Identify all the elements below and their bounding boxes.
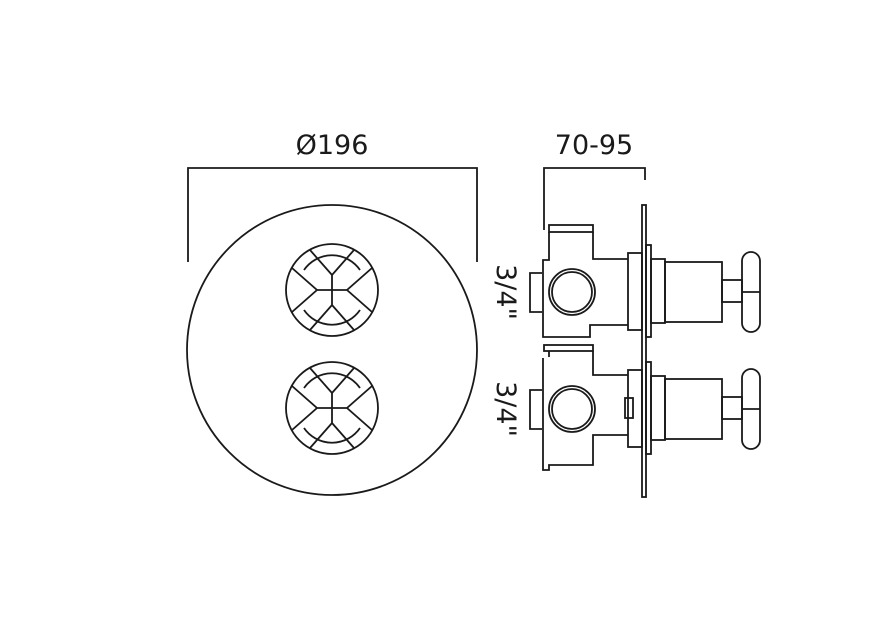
depth-dimension-line bbox=[543, 167, 646, 230]
cover-plate bbox=[186, 204, 478, 496]
handle-stem bbox=[721, 396, 743, 420]
lower-cross-handle bbox=[285, 361, 379, 455]
port-inner-circle bbox=[551, 388, 593, 430]
depth-label: 70-95 bbox=[555, 130, 633, 161]
upper-port-bracket bbox=[529, 272, 542, 313]
handle-rim bbox=[285, 361, 379, 455]
flange bbox=[627, 252, 643, 331]
front-view: Ø196 bbox=[186, 130, 478, 496]
port-inner-circle bbox=[551, 271, 593, 313]
body-nut bbox=[624, 397, 634, 419]
diameter-dimension-line bbox=[187, 167, 478, 262]
flange bbox=[627, 369, 643, 448]
handle-inner-ring bbox=[303, 254, 361, 326]
handle-rim bbox=[285, 243, 379, 337]
handle-body bbox=[664, 378, 723, 440]
handle-cross-arms bbox=[291, 249, 373, 331]
port-circle bbox=[548, 268, 596, 316]
upper-valve-body bbox=[542, 224, 761, 352]
sleeve bbox=[650, 258, 666, 324]
top-fitting bbox=[548, 224, 594, 233]
lower-port-bracket bbox=[529, 389, 542, 430]
sleeve bbox=[650, 375, 666, 441]
lower-port-label: 3/4" bbox=[490, 381, 521, 437]
port-circle bbox=[548, 385, 596, 433]
upper-port-label: 3/4" bbox=[490, 264, 521, 320]
wall-plate bbox=[641, 204, 647, 498]
body-outline bbox=[542, 232, 628, 338]
side-view: 70-95 3/4" 3/4" bbox=[490, 130, 761, 498]
body-outline bbox=[542, 351, 628, 471]
lower-valve-body bbox=[542, 351, 761, 471]
handle-cross-arms bbox=[291, 367, 373, 449]
handle-body bbox=[664, 261, 723, 323]
connector-nut bbox=[543, 344, 594, 352]
diameter-label: Ø196 bbox=[296, 130, 369, 161]
upper-cross-handle bbox=[285, 243, 379, 337]
handle-inner-ring bbox=[303, 372, 361, 444]
body-outline-right bbox=[592, 232, 628, 260]
handle-stem bbox=[721, 279, 743, 303]
